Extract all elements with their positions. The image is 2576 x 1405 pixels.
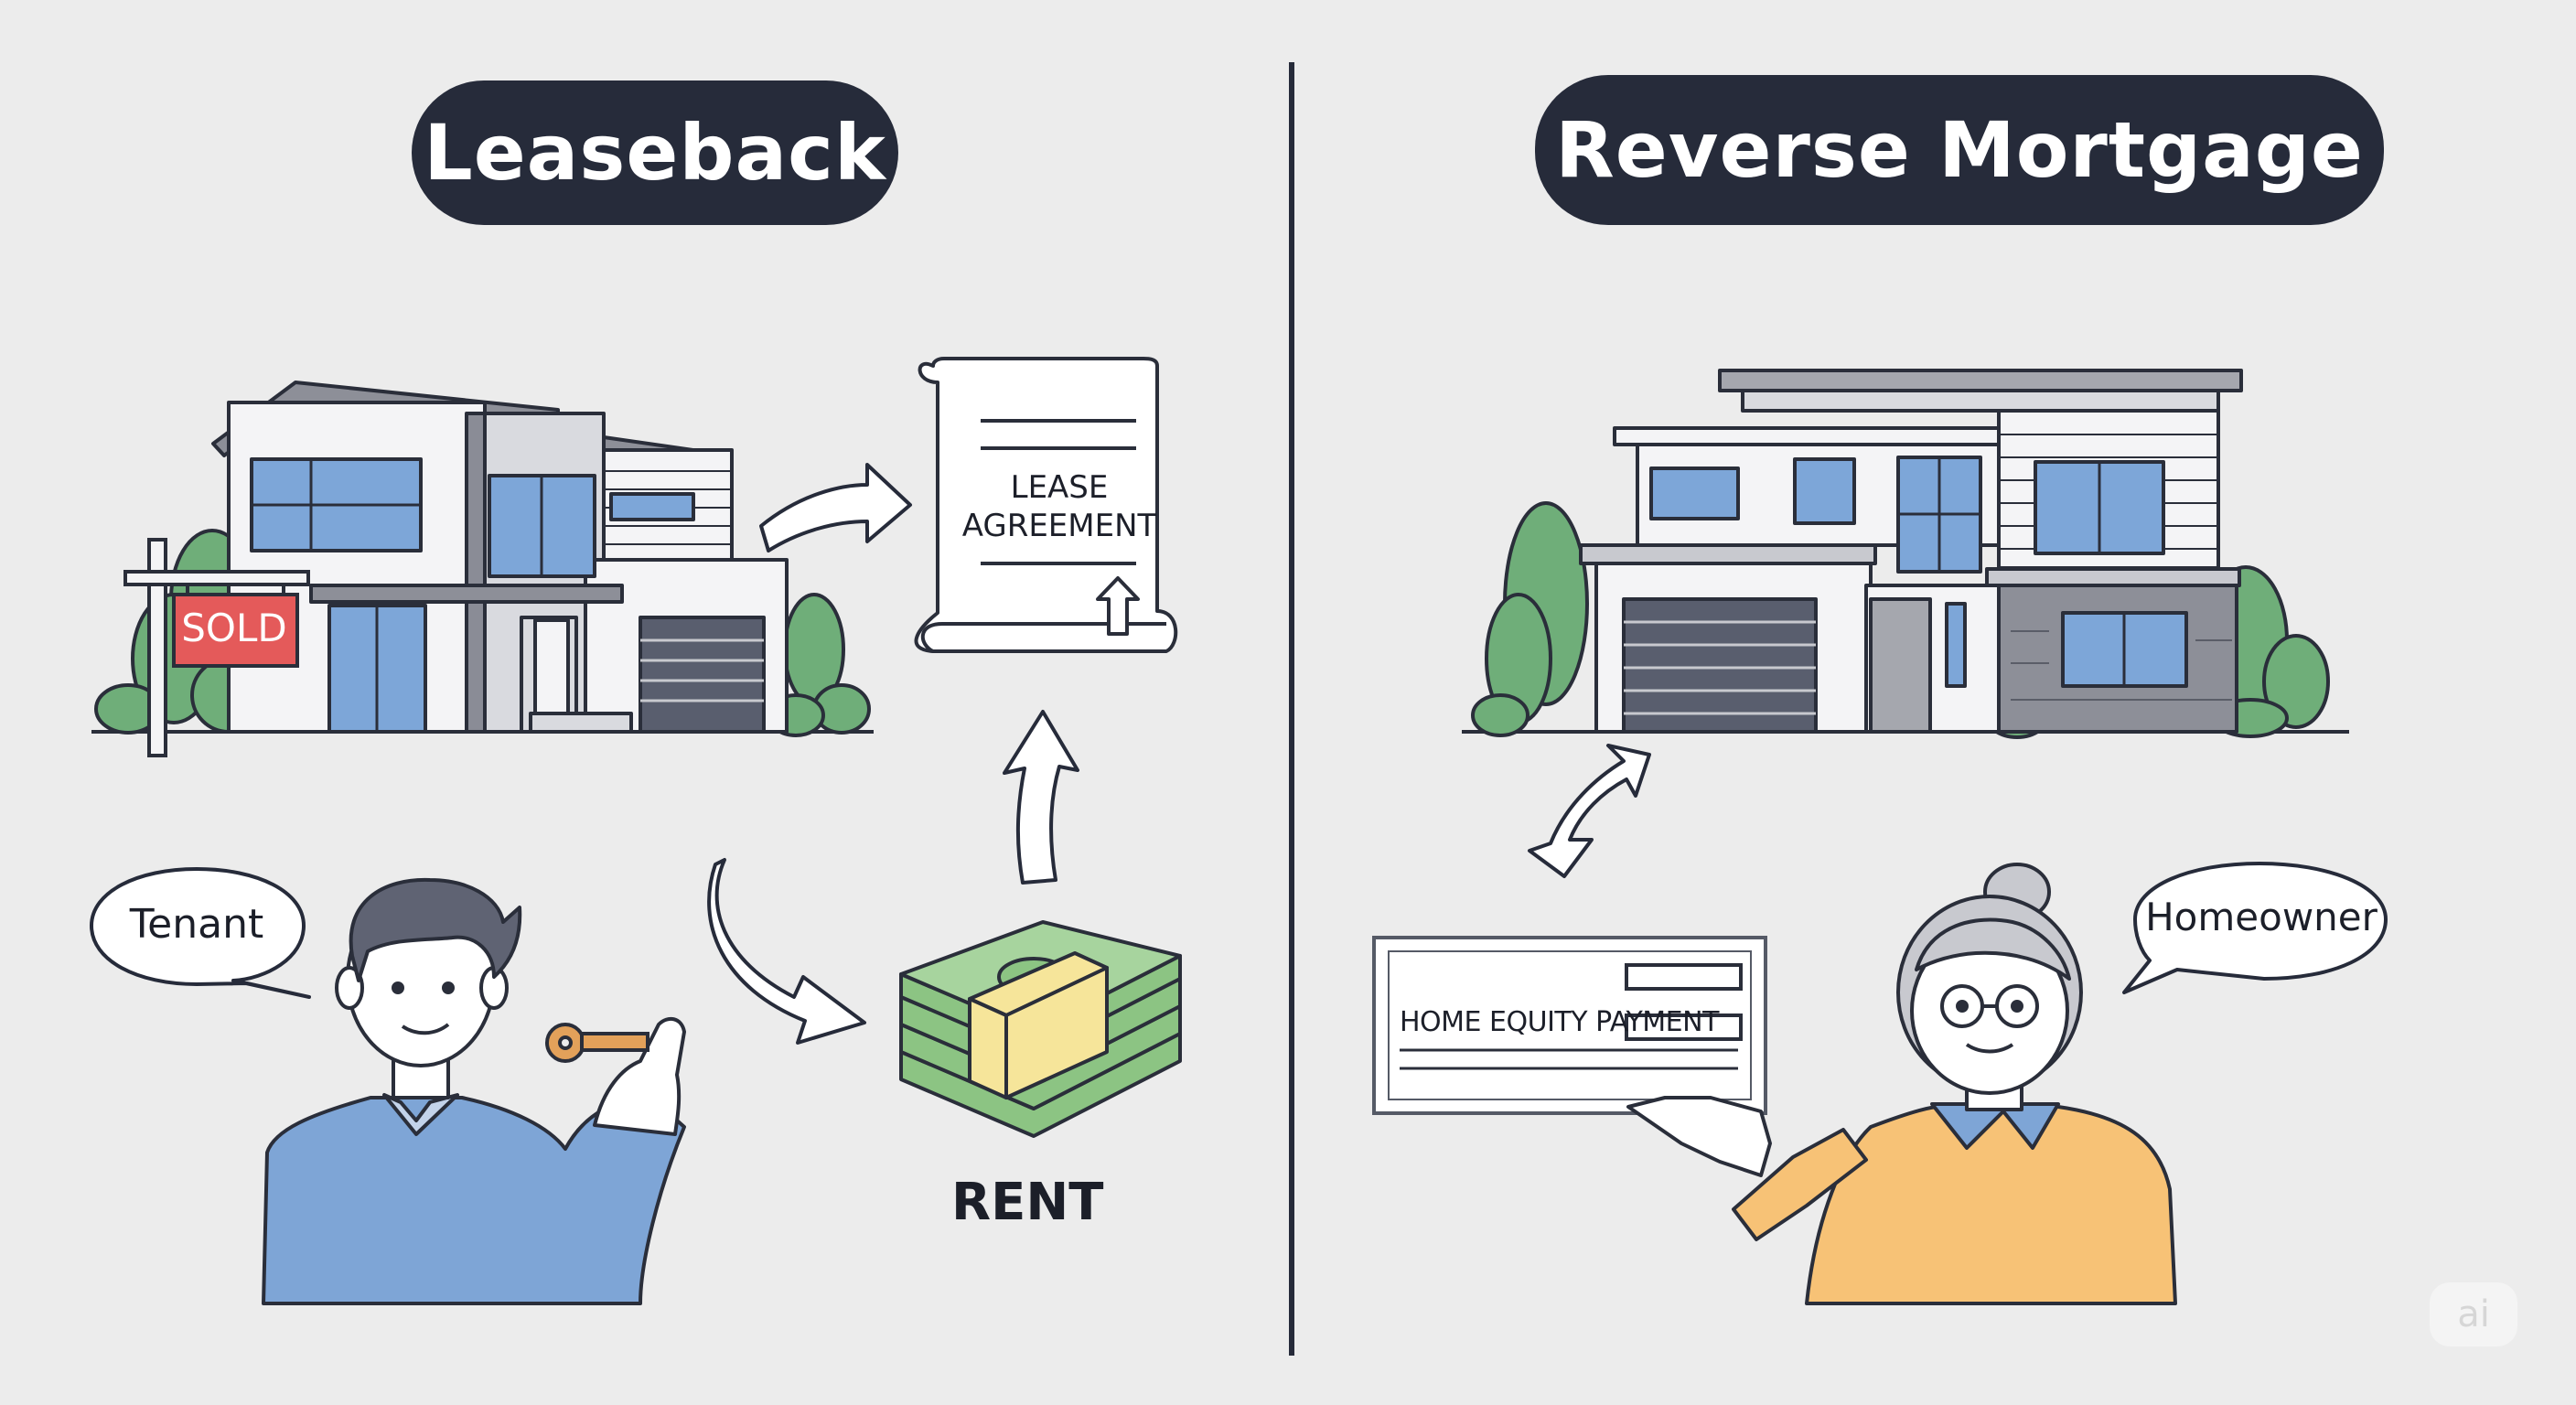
arrow-icon — [1003, 710, 1079, 885]
tenant-bubble-text: Tenant — [129, 901, 264, 948]
left-house-icon — [91, 381, 874, 737]
key-icon — [545, 1023, 649, 1063]
ai-watermark: ai — [2430, 1282, 2517, 1346]
right-house-icon — [1462, 369, 2349, 739]
lease-line-2: AGREEMENT — [961, 508, 1157, 544]
arrow-icon — [707, 858, 866, 1045]
money-stack-icon — [899, 920, 1182, 1138]
check-icon — [1372, 936, 1767, 1115]
double-arrow-icon — [1528, 744, 1651, 878]
lease-line-1: LEASE — [1010, 469, 1109, 506]
reverse-mortgage-title: Reverse Mortgage — [1535, 75, 2384, 225]
tenant-person — [262, 877, 686, 1305]
speech-bubble-icon — [90, 867, 311, 999]
sold-sign-text: SOLD — [181, 606, 287, 650]
homeowner-bubble-text: Homeowner — [2145, 895, 2377, 939]
arrow-icon — [759, 463, 912, 552]
sold-sign-icon — [123, 538, 310, 757]
homeowner-person — [1626, 863, 2177, 1305]
check-text: HOME EQUITY PAYMENT — [1400, 1006, 1719, 1038]
leaseback-title: Leaseback — [412, 80, 898, 225]
lease-document-icon — [914, 357, 1178, 653]
speech-bubble-icon — [2122, 862, 2388, 994]
lease-document-text: LEASE AGREEMENT — [933, 468, 1186, 545]
rent-label: RENT — [951, 1173, 1104, 1232]
